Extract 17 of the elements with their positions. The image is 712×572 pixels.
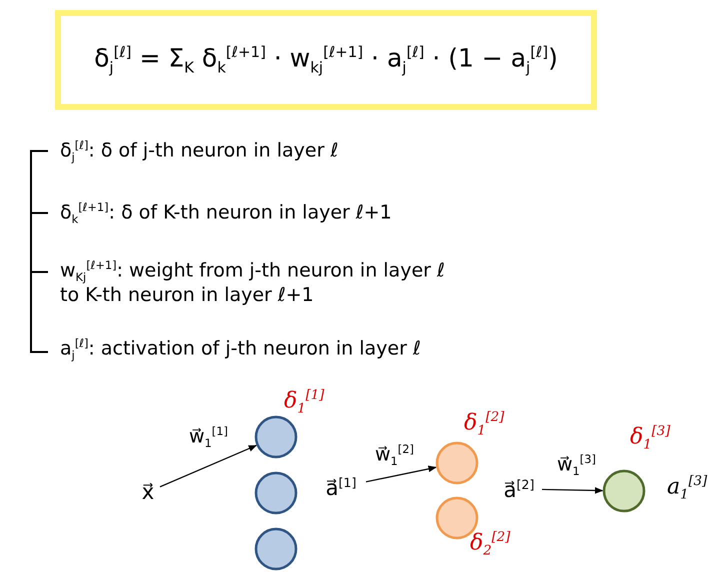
neuron-circle: [254, 528, 298, 570]
neuron-circle: [436, 442, 478, 484]
vector-label: x⃗: [136, 476, 160, 508]
definition-text: δ$_{k}$$^{[ℓ+1]}$: δ of K-th neuron in layer ℓ+1: [60, 200, 392, 226]
neuron-circle: [254, 472, 298, 514]
neuron-circle: [602, 470, 646, 512]
definition-text: δ$_{j}$$^{[ℓ]}$: δ of j-th neuron in layer ℓ: [60, 138, 338, 164]
definition-text: a$_{j}$$^{[ℓ]}$: activation of j-th neuron in layer ℓ: [60, 336, 421, 362]
formula-box: [55, 10, 597, 110]
vector-label: a⃗$^{[1]}$: [316, 470, 366, 504]
neuron-circle: [254, 416, 298, 458]
vector-label: a⃗$^{[2]}$: [496, 472, 542, 506]
arrow: [160, 444, 258, 488]
definition-text: w$_{Kj}$$^{[ℓ+1]}$: weight from j-th neuron in layer ℓ to K-th neuron in layer ℓ+1: [60, 258, 446, 308]
arrow: [366, 466, 437, 482]
formula-text: δ$_{j}$$^{[ℓ]}$ = Σ$_{K}$ δ$_{k}$$^{[ℓ+1]}$ · w$_{kj}$$^{[ℓ+1]}$ · a$_{j}$$^{[ℓ]}$ · (1 − a$_{j}$$^{[ℓ]}$): [94, 43, 558, 77]
arrow: [542, 487, 604, 494]
